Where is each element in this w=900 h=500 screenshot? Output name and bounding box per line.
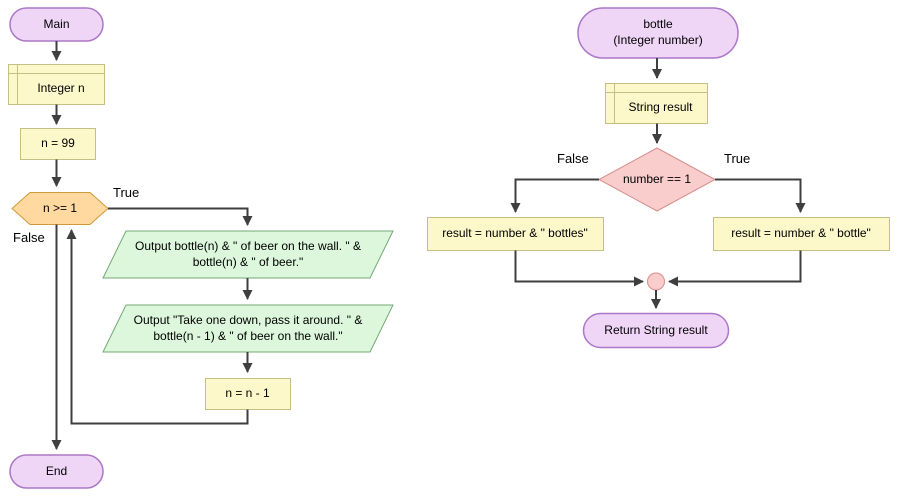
if-condition-diamond[interactable] xyxy=(597,147,717,212)
connector-if-true-branch xyxy=(715,178,806,213)
connector-if-false-branch xyxy=(510,178,599,213)
declare-n-box[interactable] xyxy=(8,64,105,105)
return-terminal[interactable] xyxy=(582,312,730,349)
assign-n99-box[interactable] xyxy=(20,128,96,160)
declare-result-box[interactable] xyxy=(605,83,708,124)
end-terminal[interactable] xyxy=(9,454,104,489)
connector-loopback xyxy=(66,229,249,425)
bottle-function-terminal[interactable] xyxy=(577,7,739,59)
main-start-terminal[interactable] xyxy=(9,7,104,42)
connector-loop-true-output1 xyxy=(108,207,253,226)
while-condition-hexagon[interactable] xyxy=(11,192,109,225)
merge-connector-circle[interactable] xyxy=(647,272,665,291)
assign-bottle-box[interactable] xyxy=(713,217,890,251)
output-take-one-down-parallelogram[interactable] xyxy=(102,304,394,353)
assign-decrement-box[interactable] xyxy=(205,378,291,410)
output-wall-parallelogram[interactable] xyxy=(102,230,394,279)
assign-bottles-box[interactable] xyxy=(427,217,604,251)
connector-false-merge xyxy=(514,250,644,287)
connector-true-merge xyxy=(668,250,802,287)
